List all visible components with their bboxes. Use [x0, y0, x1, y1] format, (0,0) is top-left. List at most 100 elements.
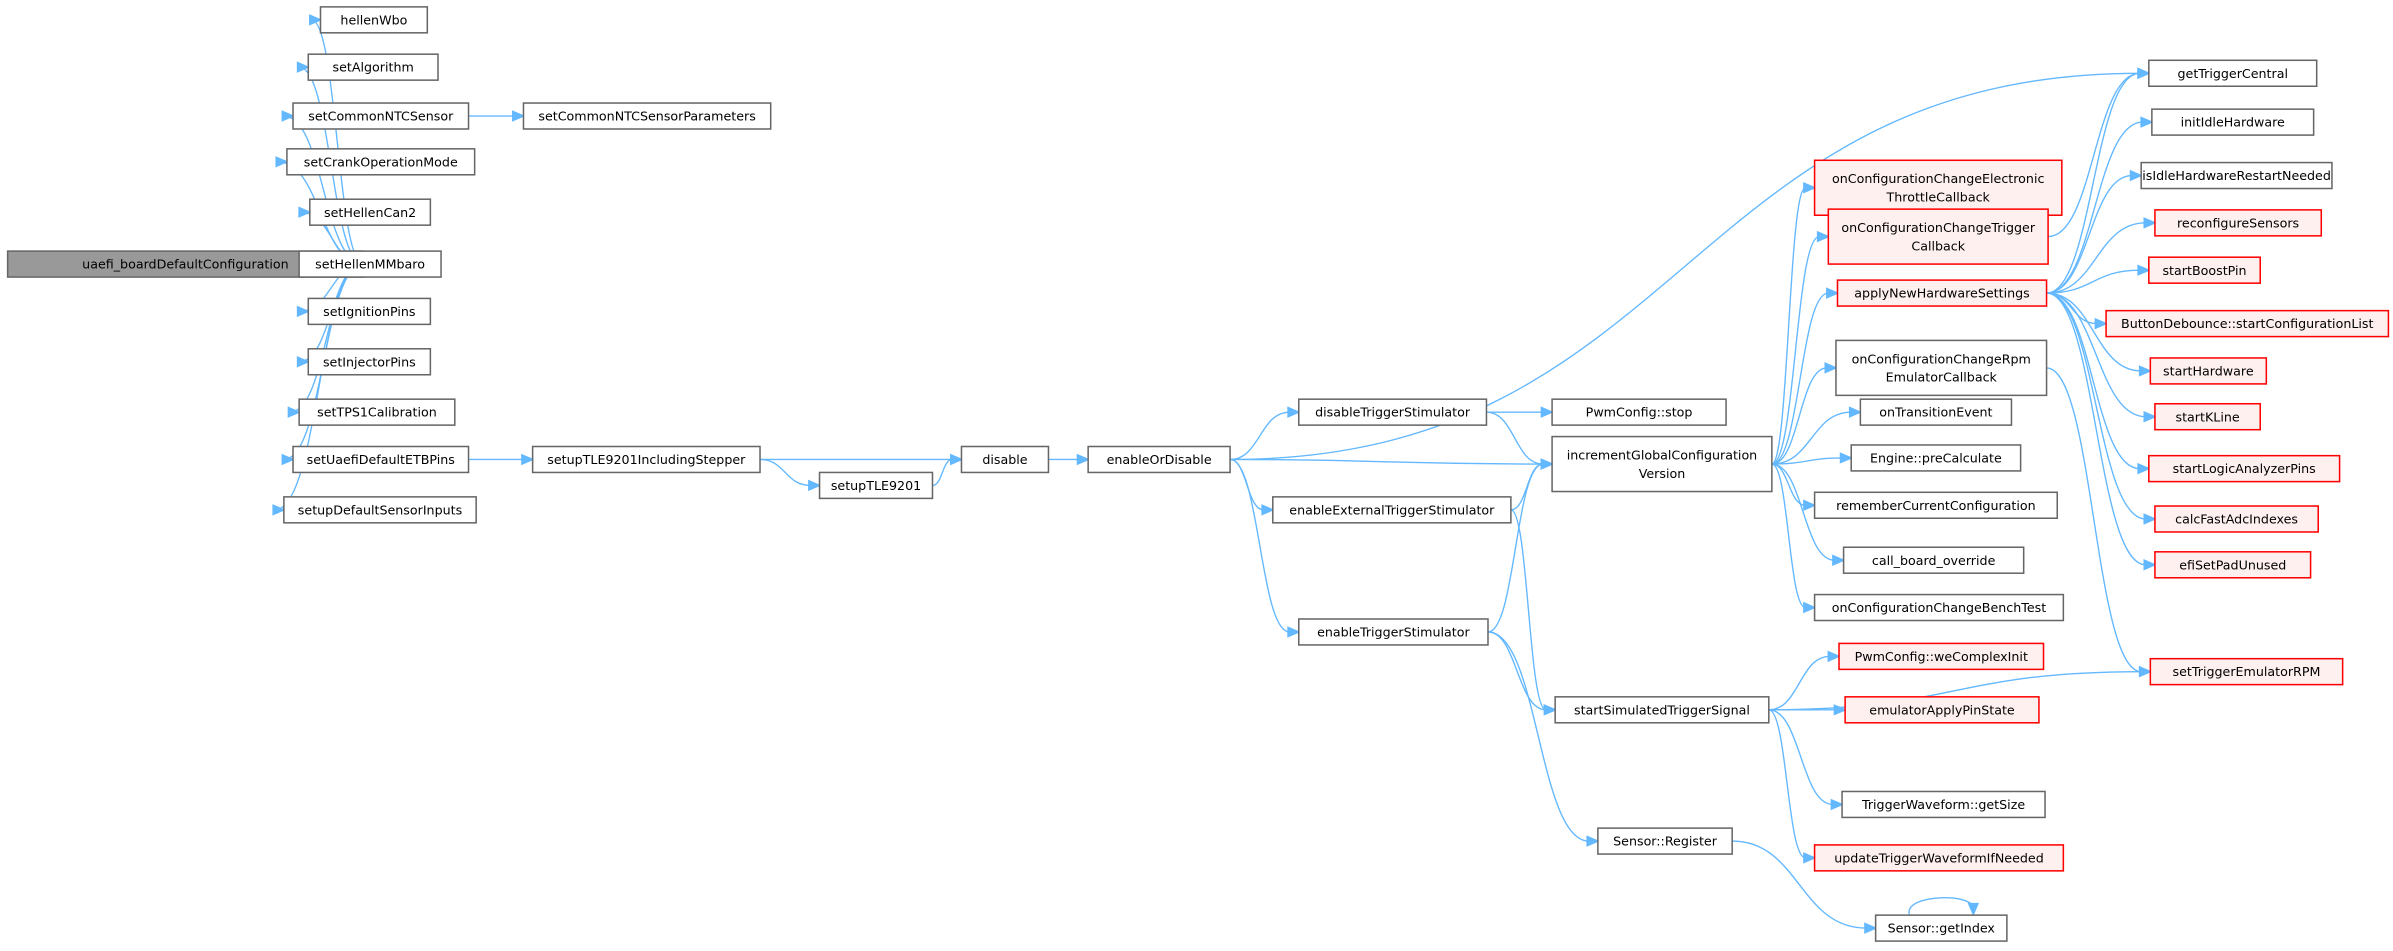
- graph-node-buttonDebounce[interactable]: ButtonDebounce::startConfigurationList: [2105, 309, 2390, 338]
- graph-node-initIdleHardware[interactable]: initIdleHardware: [2151, 108, 2315, 136]
- node-label: PwmConfig::weComplexInit: [1855, 649, 2028, 664]
- graph-node-startHardware[interactable]: startHardware: [2149, 357, 2268, 385]
- graph-node-enableOrDisable[interactable]: enableOrDisable: [1087, 445, 1231, 474]
- call-edge-enableOrDisable-to-enableExternalTriggerStimulator: [1229, 458, 1275, 516]
- arrowhead-icon: [1287, 626, 1301, 638]
- graph-node-calcFastAdcIndexes[interactable]: calcFastAdcIndexes: [2154, 505, 2319, 533]
- node-box: [1597, 827, 1733, 855]
- node-label: getTriggerCentral: [2178, 66, 2289, 81]
- arrowhead-icon: [2143, 410, 2157, 423]
- node-box: [307, 348, 432, 376]
- node-label: emulatorApplyPinState: [1869, 702, 2015, 717]
- graph-node-updateTWIfNeeded[interactable]: updateTriggerWaveformIfNeeded: [1813, 844, 2065, 872]
- node-label: startSimulatedTriggerSignal: [1574, 702, 1750, 717]
- arrowhead-icon: [1864, 922, 1878, 934]
- arrowhead-icon: [2140, 116, 2154, 128]
- graph-node-startKLine[interactable]: startKLine: [2154, 402, 2261, 431]
- graph-node-setCommonNTCSensor[interactable]: setCommonNTCSensor: [292, 102, 470, 130]
- graph-node-applyNewHardwareSettings[interactable]: applyNewHardwareSettings: [1836, 279, 2048, 307]
- graph-node-startLogicAnalyzerPins[interactable]: startLogicAnalyzerPins: [2148, 454, 2341, 483]
- graph-node-onTransitionEvent[interactable]: onTransitionEvent: [1859, 398, 2013, 426]
- arrowhead-icon: [1261, 504, 1275, 516]
- graph-node-getSize[interactable]: TriggerWaveform::getSize: [1841, 790, 2046, 819]
- node-box: [2148, 454, 2341, 483]
- graph-node-setUaefiDefaultETBPins[interactable]: setUaefiDefaultETBPins: [292, 445, 470, 474]
- graph-node-disable[interactable]: disable: [960, 445, 1050, 474]
- graph-node-sensorGetIndex[interactable]: Sensor::getIndex: [1874, 914, 2008, 942]
- node-box: [2140, 161, 2333, 190]
- graph-node-setCrankOperationMode[interactable]: setCrankOperationMode: [286, 148, 476, 176]
- call-edge-applyNewHardwareSettings-to-isIdleHardwareRestartNeeded: [2046, 169, 2144, 294]
- node-box: [1835, 339, 2048, 397]
- node-box: [2154, 402, 2261, 431]
- edge-line: [2048, 72, 2140, 238]
- graph-node-setHellenCan2[interactable]: setHellenCan2: [309, 198, 432, 226]
- node-box: [307, 53, 439, 81]
- graph-node-setTPS1Calibration[interactable]: setTPS1Calibration: [298, 398, 456, 426]
- node-box: [1813, 593, 2065, 622]
- arrowhead-icon: [1967, 902, 1980, 917]
- node-label: rememberCurrentConfiguration: [1836, 498, 2036, 513]
- arrowhead-icon: [1833, 704, 1848, 716]
- graph-node-setTriggerEmulatorRPM[interactable]: setTriggerEmulatorRPM: [2149, 657, 2344, 686]
- arrowhead-icon: [1826, 287, 1840, 299]
- graph-node-emulatorApplyPinState[interactable]: emulatorApplyPinState: [1844, 696, 2040, 724]
- edge-line: [1771, 463, 1835, 561]
- graph-node-efiSetPadUnused[interactable]: efiSetPadUnused: [2154, 551, 2312, 579]
- arrowhead-icon: [296, 356, 311, 368]
- graph-node-isIdleHardwareRestartNeeded[interactable]: isIdleHardwareRestartNeeded: [2140, 161, 2333, 190]
- graph-node-rememberCurrentConfiguration[interactable]: rememberCurrentConfiguration: [1813, 491, 2059, 520]
- graph-node-setIgnitionPins[interactable]: setIgnitionPins: [307, 297, 432, 326]
- graph-node-sensorRegister[interactable]: Sensor::Register: [1597, 827, 1733, 855]
- graph-node-setupTLE9201[interactable]: setupTLE9201: [818, 471, 934, 500]
- call-edge-disableTriggerStimulator-to-pwmStop: [1486, 406, 1555, 418]
- arrowhead-icon: [1803, 499, 1817, 512]
- node-box: [292, 445, 470, 474]
- graph-node-weComplexInit[interactable]: PwmConfig::weComplexInit: [1838, 642, 2045, 671]
- node-box: [522, 102, 772, 130]
- graph-node-callBoardOverride[interactable]: call_board_override: [1842, 546, 2025, 574]
- node-box: [2148, 256, 2261, 284]
- graph-node-hellenWbo[interactable]: hellenWbo: [319, 6, 429, 34]
- graph-node-startSimulatedTriggerSignal[interactable]: startSimulatedTriggerSignal: [1554, 696, 1770, 724]
- arrowhead-icon: [281, 453, 295, 466]
- arrowhead-icon: [1830, 798, 1844, 811]
- node-box: [2154, 551, 2312, 579]
- arrowhead-icon: [1540, 458, 1555, 470]
- edge-line: [1908, 897, 1975, 915]
- node-box: [298, 398, 456, 426]
- graph-node-enableExternalTriggerStimulator[interactable]: enableExternalTriggerStimulator: [1272, 496, 1512, 524]
- graph-node-getTriggerCentral[interactable]: getTriggerCentral: [2148, 59, 2318, 88]
- graph-node-onCCBench[interactable]: onConfigurationChangeBenchTest: [1813, 593, 2065, 622]
- graph-node-setInjectorPins[interactable]: setInjectorPins: [307, 348, 432, 376]
- edge-line: [1771, 235, 1820, 465]
- graph-node-enableTriggerStimulator[interactable]: enableTriggerStimulator: [1297, 618, 1489, 646]
- node-box: [1813, 159, 2063, 216]
- node-label: setAlgorithm: [332, 60, 413, 75]
- node-box: [307, 297, 432, 326]
- node-label: applyNewHardwareSettings: [1854, 286, 2029, 301]
- graph-node-pwmStop[interactable]: PwmConfig::stop: [1551, 398, 1727, 426]
- graph-node-setupDefaultSensorInputs[interactable]: setupDefaultSensorInputs: [283, 496, 477, 524]
- graph-node-disableTriggerStimulator[interactable]: disableTriggerStimulator: [1297, 398, 1488, 426]
- graph-node-setCommonNTCSensorParameters[interactable]: setCommonNTCSensorParameters: [522, 102, 772, 130]
- graph-node-reconfigureSensors[interactable]: reconfigureSensors: [2154, 209, 2323, 237]
- node-label: setTPS1Calibration: [317, 405, 437, 420]
- graph-node-setupTLE9201IncludingStepper[interactable]: setupTLE9201IncludingStepper: [531, 445, 761, 474]
- graph-node-enginePreCalculate[interactable]: Engine::preCalculate: [1850, 444, 2022, 472]
- arrowhead-icon: [2143, 559, 2157, 571]
- call-edge-enableTriggerStimulator-to-incrementGCV: [1487, 458, 1555, 633]
- node-box: [2149, 657, 2344, 686]
- call-edge-applyNewHardwareSettings-to-startKLine: [2046, 292, 2157, 423]
- graph-node-setHellenMMbaro[interactable]: setHellenMMbaro: [298, 250, 442, 278]
- node-label: uaefi_boardDefaultConfiguration: [82, 257, 288, 272]
- graph-node-setAlgorithm[interactable]: setAlgorithm: [307, 53, 439, 81]
- arrowhead-icon: [950, 453, 964, 466]
- graph-node-startBoostPin[interactable]: startBoostPin: [2148, 256, 2261, 284]
- edge-line: [1487, 631, 1547, 711]
